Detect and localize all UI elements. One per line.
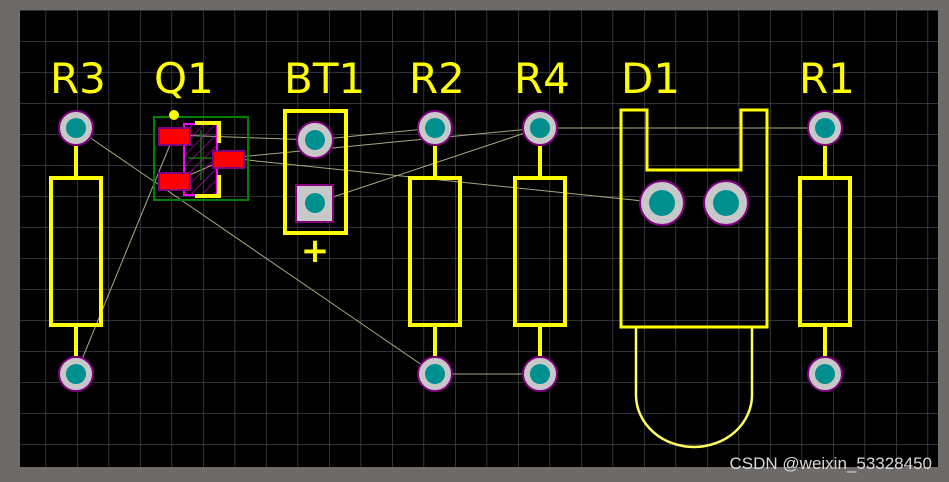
component-q1[interactable] bbox=[153, 110, 249, 201]
q1-courtyard bbox=[153, 116, 249, 201]
component-d1[interactable] bbox=[619, 108, 769, 449]
designator-r4[interactable]: R4 bbox=[514, 54, 570, 103]
q1-pin1-dot bbox=[169, 110, 179, 120]
q1-pad-1[interactable] bbox=[158, 127, 191, 146]
d1-pad-1-hole bbox=[649, 190, 675, 216]
q1-silkscreen bbox=[195, 121, 221, 198]
r3-pad-hole bbox=[66, 364, 86, 384]
r3-pad-hole bbox=[66, 118, 86, 138]
r4-pad-hole bbox=[530, 364, 550, 384]
component-r4[interactable] bbox=[513, 110, 567, 392]
designator-q1[interactable]: Q1 bbox=[154, 54, 214, 103]
r2-pad-hole bbox=[425, 118, 445, 138]
bt1-outline bbox=[283, 109, 348, 235]
r4-pad-hole bbox=[530, 118, 550, 138]
r2-pad-hole bbox=[425, 364, 445, 384]
designator-bt1[interactable]: BT1 bbox=[284, 54, 365, 103]
d1-outline bbox=[619, 108, 769, 329]
q1-pad-3[interactable] bbox=[212, 150, 245, 169]
component-r3[interactable] bbox=[49, 110, 103, 392]
designator-r2[interactable]: R2 bbox=[409, 54, 465, 103]
bt1-pad-2-hole bbox=[305, 193, 325, 213]
r1-pad-hole bbox=[815, 364, 835, 384]
designator-d1[interactable]: D1 bbox=[621, 54, 680, 103]
bt1-polarity-mark: + bbox=[301, 231, 330, 271]
component-r2[interactable] bbox=[408, 110, 462, 392]
bt1-pad-1-hole bbox=[305, 130, 325, 150]
designator-r1[interactable]: R1 bbox=[799, 54, 855, 103]
q1-pad-2[interactable] bbox=[158, 172, 191, 191]
component-r1[interactable] bbox=[798, 110, 852, 392]
r3-body bbox=[49, 176, 103, 327]
designator-r3[interactable]: R3 bbox=[50, 54, 106, 103]
r1-pad-hole bbox=[815, 118, 835, 138]
r4-body bbox=[513, 176, 567, 327]
d1-pad-2-hole bbox=[713, 190, 739, 216]
d1-body-arc bbox=[634, 327, 754, 449]
watermark: CSDN @weixin_53328450 bbox=[730, 454, 932, 473]
component-bt1[interactable]: + bbox=[283, 109, 348, 271]
r2-body bbox=[408, 176, 462, 327]
r1-body bbox=[798, 176, 852, 327]
grid bbox=[20, 10, 938, 467]
